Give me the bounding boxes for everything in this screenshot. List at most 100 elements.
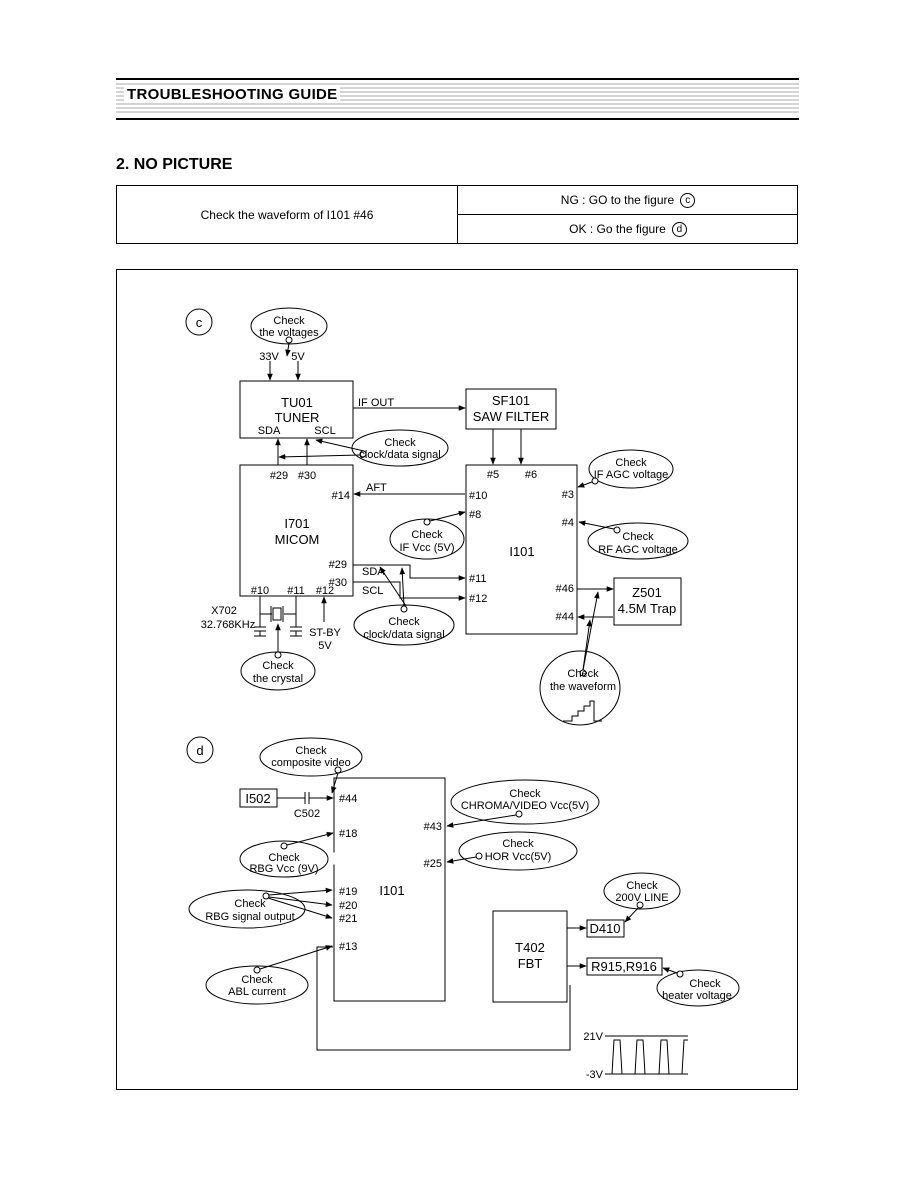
fig-d-i101-pin-25: #25 [424,858,442,870]
t402-name: T402 [515,940,545,955]
if-out-label: IF OUT [358,397,394,409]
r915-r916-block [586,957,663,976]
step-ok-figure-ref: d [671,221,687,237]
i101-block [465,464,578,635]
fig-d-check-abl-bubble [205,965,309,1005]
i701-pin-11: #11 [287,585,305,597]
step-check-text: Check the waveform of I101 #46 [200,207,374,222]
fig-d-waveform [605,1039,688,1075]
i701-pin-14: #14 [332,490,350,502]
check-voltages-line1: Check [273,315,305,327]
d410-label: D410 [589,921,620,936]
step-table: Check the waveform of I101 #46 NG : GO t… [116,185,798,244]
i701-pin-29b: #29 [329,559,347,571]
fig-d-i101-pin-13: #13 [339,941,357,953]
i101-pin-4: #4 [562,517,574,529]
fig-d-i101-block [333,777,446,1002]
check-hor-line1: Check [502,838,534,850]
step-ng-text: NG : GO to the figure [560,193,675,207]
x702-name: X702 [211,605,237,617]
i101-pin-8: #8 [469,509,481,521]
r915-r916-label: R915,R916 [591,959,657,974]
check-crystal-line2: the crystal [253,673,303,685]
fig-d-i101-name: I101 [379,883,404,898]
fig-d-check-chroma-bubble [450,779,600,825]
d410-block [586,919,625,938]
check-hor-line2: HOR Vcc(5V) [485,851,552,863]
check-voltages-line2: the voltages [259,327,319,339]
i101-name: I101 [509,544,534,559]
fig-c-label: c [196,315,203,330]
label-5v: 5V [291,351,305,363]
fig-c-check-if-agc-bubble [588,449,674,489]
check-rf-agc-line1: Check [622,531,654,543]
i101-pin-5: #5 [487,469,499,481]
step-ok-row: OK : Go the figure d [458,214,798,243]
fig-d-i101-pin-18: #18 [339,828,357,840]
fig-d-check-composite-bubble [259,737,363,777]
fig-d-i101-pin-21: #21 [339,913,357,925]
fig-c-check-rf-agc-bubble [587,522,689,560]
check-composite-line1: Check [295,745,327,757]
fig-d-check-hor-bubble [458,831,578,871]
check-chroma-line1: Check [509,788,541,800]
tu01-scl-label: SCL [314,425,335,437]
i701-desc: MICOM [275,532,320,547]
step-ng-figure-ref: c [680,192,696,208]
i101-pin-46: #46 [556,583,574,595]
tu01-name: TU01 [281,395,313,410]
check-abl-line1: Check [241,974,273,986]
sf101-saw-filter-block [465,388,557,430]
i701-pin-29: #29 [270,470,288,482]
check-rf-agc-line2: RF AGC voltage [598,544,677,556]
fig-d-i101-pin-43: #43 [424,821,442,833]
i701-pin-30: #30 [298,470,316,482]
waveform-neg3v-label: -3V [586,1069,604,1081]
check-clock2-line1: Check [388,616,420,628]
i101-pin-44: #44 [556,611,574,623]
i101-pin-10: #10 [469,490,487,502]
step-ng-row: NG : GO to the figure c [458,186,798,214]
check-chroma-line2: CHROMA/VIDEO Vcc(5V) [461,800,589,812]
label-33v: 33V [259,351,279,363]
i101-pin-3: #3 [562,489,574,501]
fig-d-check-200v-bubble [603,872,681,910]
z501-desc: 4.5M Trap [618,601,677,616]
check-crystal-line1: Check [262,660,294,672]
i701-pin-10: #10 [251,585,269,597]
fig-d-check-rbg-vcc-bubble [239,840,329,878]
sf101-name: SF101 [492,393,530,408]
t402-desc: FBT [518,956,543,971]
fig-d-check-heater-bubble [656,969,740,1007]
tu01-sda-label: SDA [258,425,281,437]
check-if-agc-line1: Check [615,457,647,469]
waveform-21v-label: 21V [583,1031,603,1043]
i101-pin-11: #11 [469,573,487,585]
step-ok-text: OK : Go the figure [569,222,666,236]
i101-pin-12: #12 [469,593,487,605]
step-results: NG : GO to the figure c OK : Go the figu… [457,186,798,243]
check-rbg-out-line2: RBG signal output [205,911,294,923]
i701-name: I701 [284,516,309,531]
sf101-desc: SAW FILTER [473,409,550,424]
z501-trap-block [613,577,682,626]
check-heater-line1: Check [689,978,721,990]
fig-c-waveform-icon [563,700,602,722]
c502-label: C502 [294,808,320,820]
check-if-agc-line2: IF AGC voltage [594,469,669,481]
fig-c-label-circle [185,308,213,336]
i101-pin-6: #6 [525,469,537,481]
check-waveform-line1: Check [567,668,599,680]
check-rbg-out-line1: Check [234,898,266,910]
fig-d-i101-pin-20: #20 [339,900,357,912]
check-clock1-line1: Check [384,437,416,449]
check-if-vcc-line1: Check [411,529,443,541]
diagram-frame [116,269,798,1090]
fig-d-label-circle [186,736,214,764]
x702-freq: 32.768KHz [201,619,255,631]
check-waveform-line2: the waveform [550,681,616,693]
sda-label: SDA [362,566,385,578]
fig-d-i101-pin-44: #44 [339,793,357,805]
check-rbg-vcc-line2: RBG Vcc (9V) [249,863,318,875]
i502-label: I502 [245,791,270,806]
